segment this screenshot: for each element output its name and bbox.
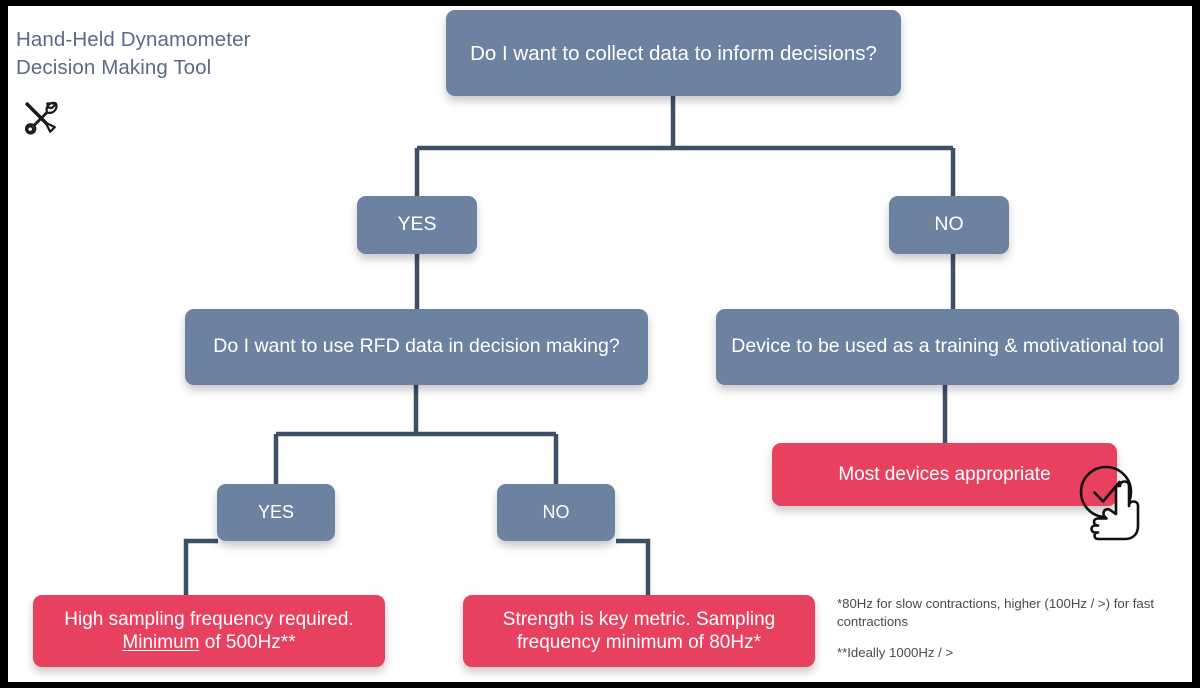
node-branch-yes-top[interactable]: YES bbox=[357, 196, 477, 254]
footnote-two: **Ideally 1000Hz / > bbox=[837, 645, 954, 661]
title-line-2: Decision Making Tool bbox=[16, 56, 212, 79]
flowchart-canvas: Hand-Held Dynamometer Decision Making To… bbox=[8, 6, 1192, 682]
node-device-training-tool[interactable]: Device to be used as a training & motiva… bbox=[716, 309, 1179, 385]
node-label: Strength is key metric. Sampling frequen… bbox=[502, 608, 776, 653]
outcome-text-after: of 500Hz** bbox=[199, 632, 296, 653]
page-title: Hand-Held Dynamometer Decision Making To… bbox=[16, 26, 346, 82]
node-label: Do I want to use RFD data in decision ma… bbox=[213, 335, 620, 358]
node-label: High sampling frequency required. Minimu… bbox=[47, 608, 371, 654]
node-label: Device to be used as a training & motiva… bbox=[731, 335, 1164, 358]
node-label: Do I want to collect data to inform deci… bbox=[470, 41, 877, 65]
node-label: Most devices appropriate bbox=[838, 463, 1051, 485]
node-branch-no-top[interactable]: NO bbox=[889, 196, 1009, 254]
node-branch-yes-rfd[interactable]: YES bbox=[217, 484, 335, 541]
title-line-1: Hand-Held Dynamometer bbox=[16, 28, 251, 51]
node-question-collect-data[interactable]: Do I want to collect data to inform deci… bbox=[446, 10, 901, 96]
node-label: NO bbox=[934, 213, 964, 236]
node-branch-no-rfd[interactable]: NO bbox=[497, 484, 615, 541]
node-outcome-most-devices[interactable]: Most devices appropriate bbox=[772, 443, 1117, 506]
tools-icon bbox=[24, 101, 58, 135]
footnotes: *80Hz for slow contractions, higher (100… bbox=[837, 595, 1182, 663]
outcome-text-underlined: Minimum bbox=[122, 632, 200, 653]
node-label: YES bbox=[397, 213, 437, 236]
node-question-rfd[interactable]: Do I want to use RFD data in decision ma… bbox=[185, 309, 648, 385]
click-hand-check-icon bbox=[1079, 465, 1140, 541]
node-label: NO bbox=[542, 501, 570, 522]
outcome-text-before: High sampling frequency required. bbox=[64, 608, 354, 630]
node-outcome-high-sampling-frequency[interactable]: High sampling frequency required. Minimu… bbox=[33, 595, 385, 667]
node-label: YES bbox=[257, 501, 295, 522]
node-outcome-strength-key-metric[interactable]: Strength is key metric. Sampling frequen… bbox=[463, 595, 815, 667]
footnote-one: *80Hz for slow contractions, higher (100… bbox=[837, 596, 1155, 630]
